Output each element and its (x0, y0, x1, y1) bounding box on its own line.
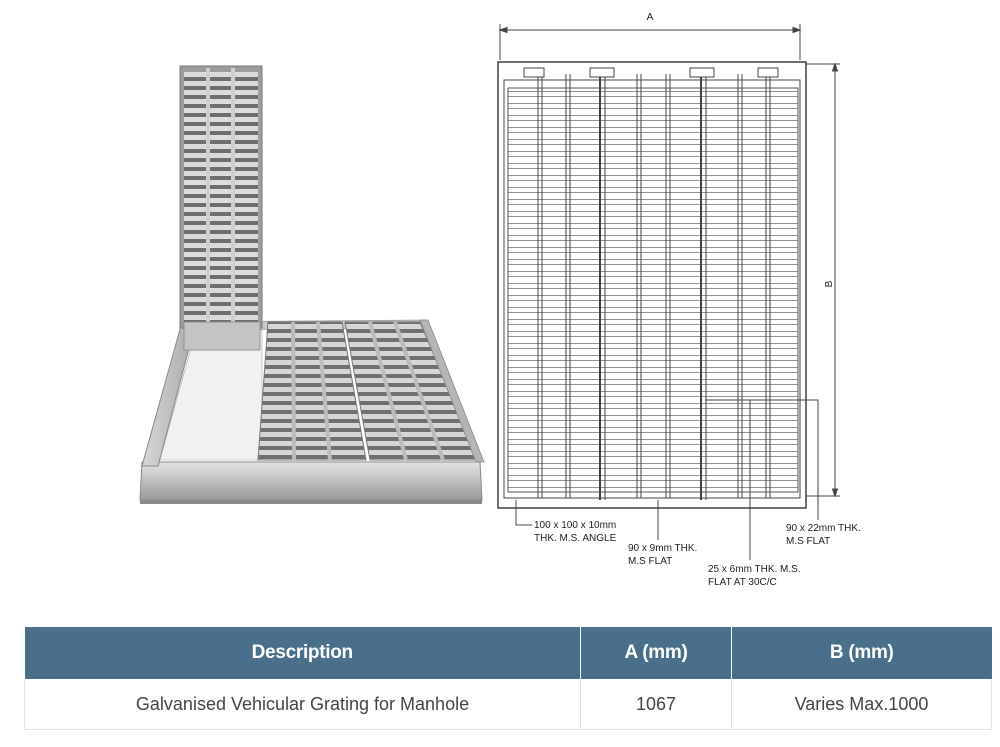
cell-a-value: 1067 (580, 679, 732, 730)
callout-flat90x22-line1: 90 x 22mm THK. (786, 523, 861, 534)
specification-table: Description A (mm) B (mm) Galvanised Veh… (24, 627, 992, 730)
callout-angle-line1: 100 x 100 x 10mm (534, 520, 616, 531)
callout-flat25x6-line1: 25 x 6mm THK. M.S. (708, 564, 801, 575)
callout-flat90x22-line2: M.S FLAT (786, 536, 830, 547)
header-b-mm: B (mm) (731, 627, 992, 679)
header-a-mm: A (mm) (580, 627, 732, 679)
table-header-row: Description A (mm) B (mm) (24, 627, 992, 679)
callout-flat90x9-line1: 90 x 9mm THK. (628, 543, 697, 554)
dimension-b-label: B (824, 280, 835, 287)
cell-b-value: Varies Max.1000 (731, 679, 992, 730)
grating-3d-illustration (139, 65, 485, 504)
product-figure: A B 100 x 100 x 10mm THK. M.S. ANGLE 90 … (139, 12, 861, 588)
callout-flat90x9-line2: M.S FLAT (628, 556, 672, 567)
dimension-a-label: A (647, 12, 654, 23)
header-description: Description (24, 627, 581, 679)
cell-description: Galvanised Vehicular Grating for Manhole (24, 679, 581, 730)
technical-drawing (497, 24, 840, 560)
callout-flat25x6-line2: FLAT AT 30C/C (708, 577, 777, 588)
callout-angle-line2: THK. M.S. ANGLE (534, 533, 617, 544)
table-row: Galvanised Vehicular Grating for Manhole… (24, 679, 992, 730)
